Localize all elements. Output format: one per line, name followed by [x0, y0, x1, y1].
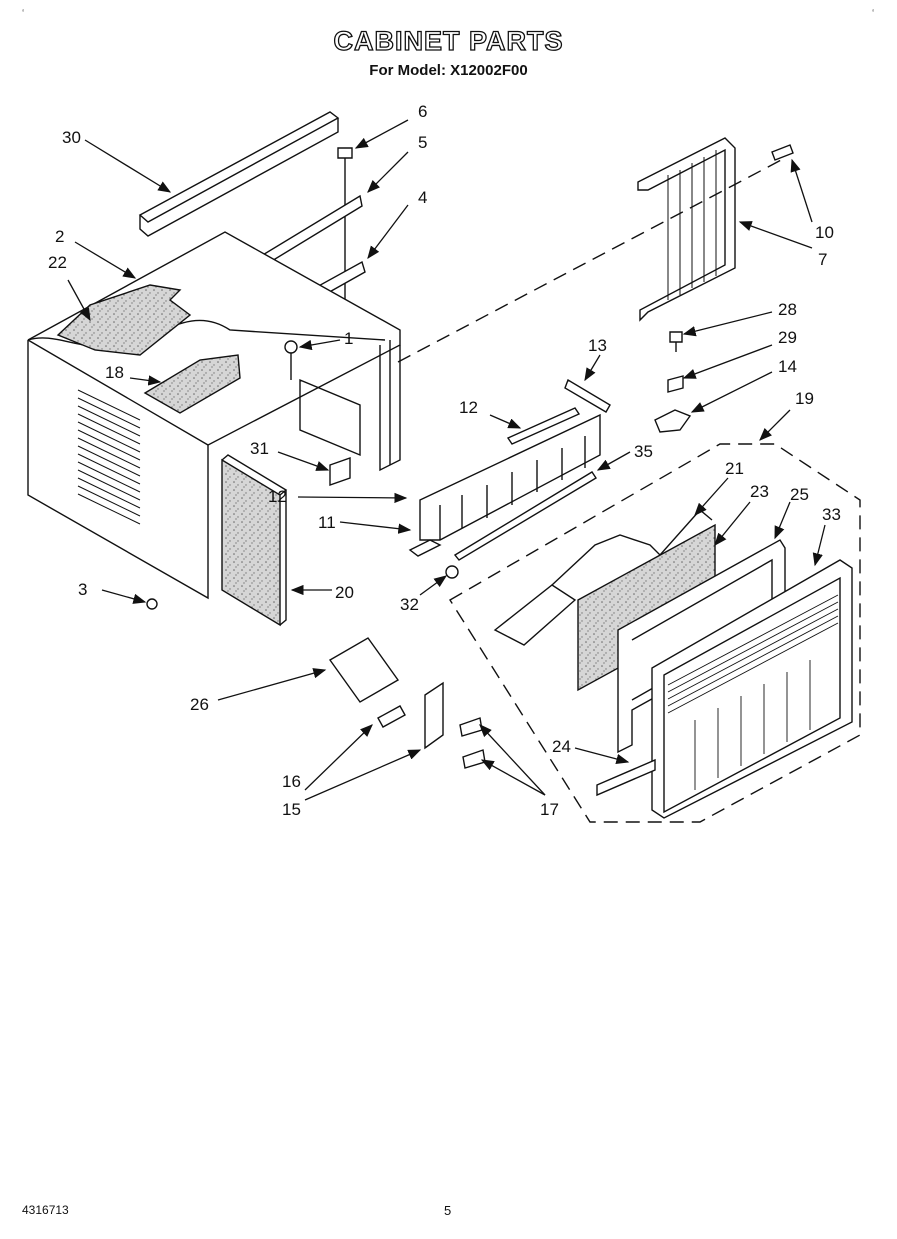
cabinet-body	[27, 231, 401, 600]
callout: 6	[418, 102, 427, 121]
callout: 35	[634, 442, 653, 461]
callout: 10	[815, 223, 834, 242]
callout: 17	[540, 800, 559, 819]
callout: 2	[55, 227, 64, 246]
callout: 5	[418, 133, 427, 152]
callout: 7	[818, 250, 827, 269]
callout: 12	[459, 398, 478, 417]
document-number: 4316713	[22, 1203, 69, 1217]
part-30-top-rail	[138, 111, 340, 237]
part-11-louver	[419, 413, 601, 541]
callout: 28	[778, 300, 797, 319]
part-22-insulation	[56, 284, 192, 356]
page-title: CABINET PARTS	[333, 25, 564, 56]
part-31-clip	[329, 457, 351, 486]
callout-labels: 30 6 5 4 2 22 18 1 10 7 28 29 13 14 12 1…	[48, 102, 841, 819]
part-13-bracket	[564, 378, 611, 413]
callout: 25	[790, 485, 809, 504]
callout: 20	[335, 583, 354, 602]
callout: 29	[778, 328, 797, 347]
part-20-panel	[221, 458, 281, 627]
callout: 12	[268, 487, 287, 506]
drawing-lines	[27, 111, 861, 823]
part-29-clip	[667, 375, 684, 393]
callout: 21	[725, 459, 744, 478]
model-subtitle: For Model: X12002F00	[369, 62, 528, 79]
part-28-screw	[669, 331, 683, 352]
callout: 11	[318, 513, 336, 532]
part-33-grille	[651, 559, 853, 819]
callout: 23	[750, 482, 769, 501]
part-24-bar	[596, 758, 656, 797]
leader-arrows	[67, 119, 826, 801]
part-32-screw	[445, 565, 459, 579]
callout: 30	[62, 128, 81, 147]
callout: 13	[588, 336, 607, 355]
corner-mark: ‘	[22, 8, 25, 19]
callout: 22	[48, 253, 67, 272]
callout: 26	[190, 695, 209, 714]
part-26-bracket	[328, 637, 400, 703]
callout: 31	[250, 439, 269, 458]
callout: 3	[78, 580, 87, 599]
part-12-bracket	[506, 407, 581, 445]
page-number: 5	[444, 1203, 452, 1218]
callout: 32	[400, 595, 419, 614]
part-21-frame	[493, 584, 577, 646]
part-15-plate	[424, 681, 444, 750]
callout: 15	[282, 800, 301, 819]
part-1-plug	[284, 340, 298, 354]
callout: 33	[822, 505, 841, 524]
corner-mark: ‘	[872, 8, 875, 19]
part-14-bracket	[654, 409, 692, 433]
callout: 16	[282, 772, 301, 791]
callout: 14	[778, 357, 797, 376]
part-18-pad	[143, 354, 241, 414]
assembly-line	[397, 157, 786, 363]
callout: 18	[105, 363, 124, 382]
part-3-screw	[146, 598, 158, 610]
callout: 4	[418, 188, 427, 207]
part-16-spacer	[377, 705, 406, 728]
part-7-curtain	[637, 137, 736, 322]
callout: 24	[552, 737, 571, 756]
part-10-screw	[771, 144, 794, 161]
callout: 1	[344, 329, 353, 348]
group-19-outline	[449, 443, 861, 823]
part-35-bar	[453, 471, 597, 561]
callout: 19	[795, 389, 814, 408]
